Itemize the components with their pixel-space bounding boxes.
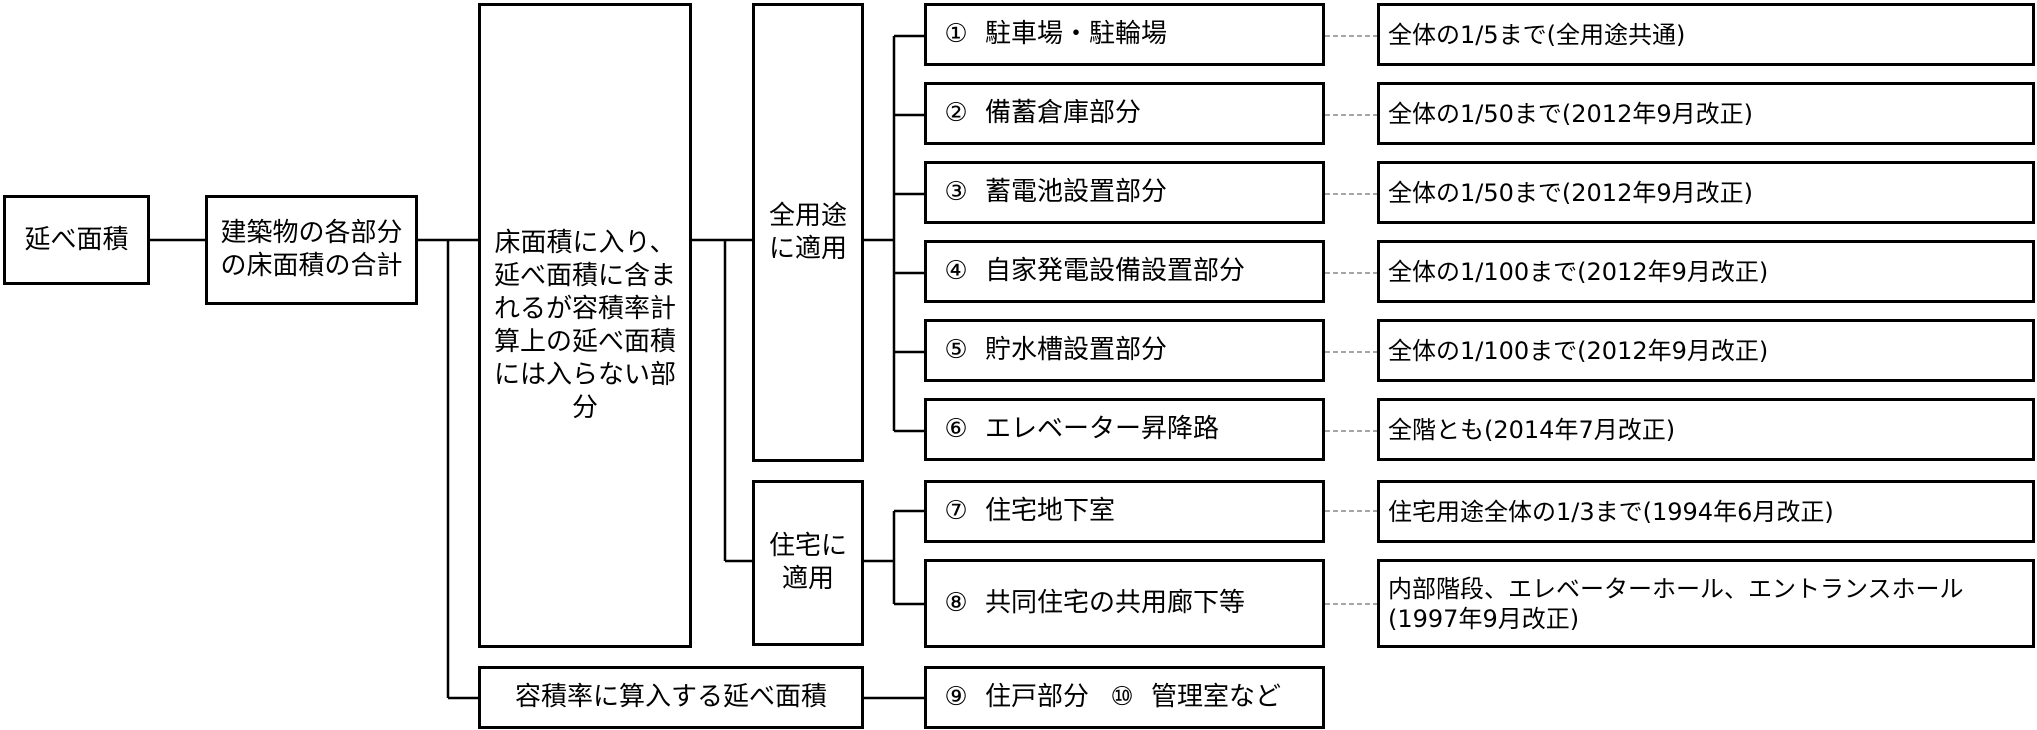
note-basement: 住宅用途全体の1/3まで(1994年6月改正) — [1377, 480, 2035, 543]
note-battery: 全体の1/50まで(2012年9月改正) — [1377, 161, 2035, 224]
note-parking: 全体の1/5まで(全用途共通) — [1377, 3, 2035, 66]
item-label: 住宅地下室 — [985, 496, 1116, 526]
item-label: 自家発電設備設置部分 — [985, 256, 1246, 286]
item-rooms: ⑨ 住戸部分 ⑩ 管理室など — [924, 666, 1325, 729]
note-water-tank: 全体の1/100まで(2012年9月改正) — [1377, 319, 2035, 382]
item-label: 住戸部分 — [985, 682, 1090, 712]
item-label: 貯水槽設置部分 — [985, 335, 1168, 365]
total-floor-area-box: 建築物の各部分 の床面積の合計 — [205, 195, 418, 305]
item-storage: ② 備蓄倉庫部分 — [924, 82, 1325, 145]
counted-area-box: 容積率に算入する延べ面積 — [478, 666, 864, 729]
item-battery: ③ 蓄電池設置部分 — [924, 161, 1325, 224]
item-elevator-shaft: ⑥ エレベーター昇降路 — [924, 398, 1325, 461]
item-label: 管理室など — [1151, 682, 1282, 712]
item-generator: ④ 自家発電設備設置部分 — [924, 240, 1325, 303]
item-number: ⑦ — [944, 496, 968, 526]
item-number: ⑤ — [944, 335, 968, 365]
item-number: ② — [944, 98, 968, 128]
item-number: ① — [944, 19, 968, 49]
item-number: ⑥ — [944, 414, 968, 444]
item-label: 駐車場・駐輪場 — [985, 19, 1168, 49]
item-number: ⑩ — [1110, 682, 1134, 712]
item-label: エレベーター昇降路 — [985, 414, 1220, 444]
item-number: ④ — [944, 256, 968, 286]
excluded-area-box: 床面積に入り、 延べ面積に含ま れるが容積率計 算上の延べ面積 には入らない部 … — [478, 3, 692, 648]
item-number: ⑨ — [944, 682, 968, 712]
item-basement: ⑦ 住宅地下室 — [924, 480, 1325, 543]
note-generator: 全体の1/100まで(2012年9月改正) — [1377, 240, 2035, 303]
item-label: 蓄電池設置部分 — [985, 177, 1168, 207]
item-number: ③ — [944, 177, 968, 207]
residential-box: 住宅に 適用 — [752, 480, 864, 646]
note-common-corridor: 内部階段、エレベーターホール、エントランスホール (1997年9月改正) — [1377, 559, 2035, 648]
item-label: 共同住宅の共用廊下等 — [985, 588, 1246, 618]
item-label: 備蓄倉庫部分 — [985, 98, 1142, 128]
note-storage: 全体の1/50まで(2012年9月改正) — [1377, 82, 2035, 145]
all-use-box: 全用途 に適用 — [752, 3, 864, 462]
note-elevator-shaft: 全階とも(2014年7月改正) — [1377, 398, 2035, 461]
item-water-tank: ⑤ 貯水槽設置部分 — [924, 319, 1325, 382]
item-parking: ① 駐車場・駐輪場 — [924, 3, 1325, 66]
item-number: ⑧ — [944, 588, 968, 618]
item-common-corridor: ⑧ 共同住宅の共用廊下等 — [924, 559, 1325, 648]
root-box: 延べ面積 — [3, 195, 150, 285]
